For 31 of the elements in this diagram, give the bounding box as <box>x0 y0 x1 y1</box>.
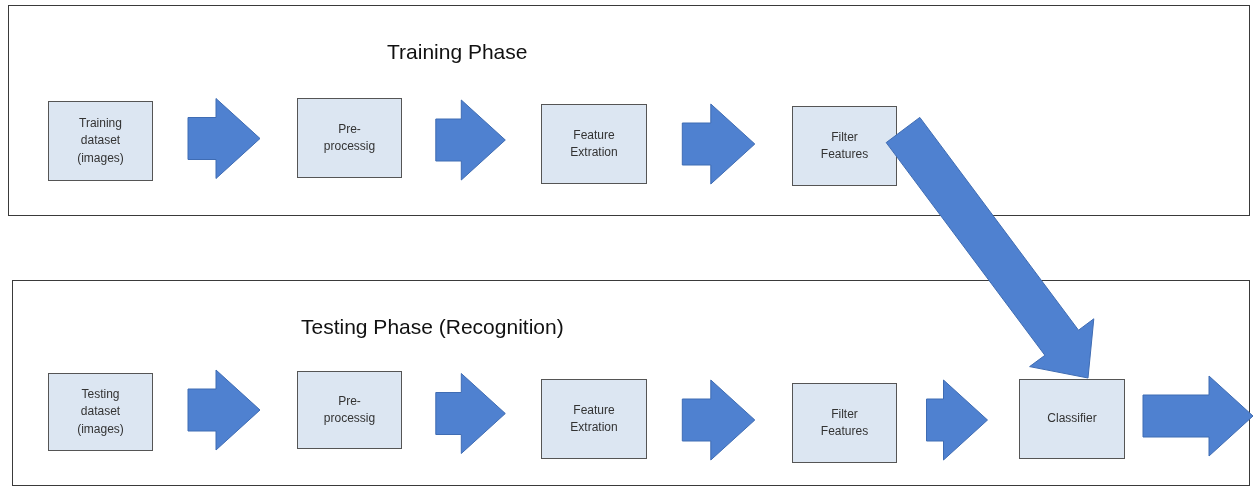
block-arrow <box>435 99 506 181</box>
box-label: Feature Extration <box>569 126 619 161</box>
box-label: Training dataset (images) <box>76 114 125 167</box>
box-label: Filter Features <box>819 405 870 440</box>
panel-title: Training Phase <box>387 40 528 64</box>
process-box <box>792 383 897 463</box>
block-arrow <box>187 98 261 179</box>
block-arrow <box>435 373 506 454</box>
process-box <box>297 98 402 178</box>
process-box <box>792 106 897 186</box>
box-label: Testing dataset (images) <box>76 385 125 438</box>
panel-title: Testing Phase (Recognition) <box>301 315 564 339</box>
block-arrow <box>885 116 1095 379</box>
box-label: Filter Features <box>819 128 870 163</box>
phase-panel <box>8 5 1250 216</box>
phase-panel <box>12 280 1250 486</box>
block-arrow <box>681 379 756 461</box>
block-arrow <box>187 369 261 451</box>
block-arrow <box>926 379 988 461</box>
process-box <box>541 104 647 184</box>
block-arrow <box>681 103 756 185</box>
box-label: Feature Extration <box>569 401 619 436</box>
process-box <box>48 101 153 181</box>
process-box <box>1019 379 1125 459</box>
process-box <box>48 373 153 451</box>
box-label: Pre- processig <box>322 392 377 427</box>
process-box <box>297 371 402 449</box>
block-arrow <box>1142 375 1254 457</box>
box-label: Classifier <box>1046 410 1098 428</box>
box-label: Pre- processig <box>322 120 377 155</box>
process-box <box>541 379 647 459</box>
